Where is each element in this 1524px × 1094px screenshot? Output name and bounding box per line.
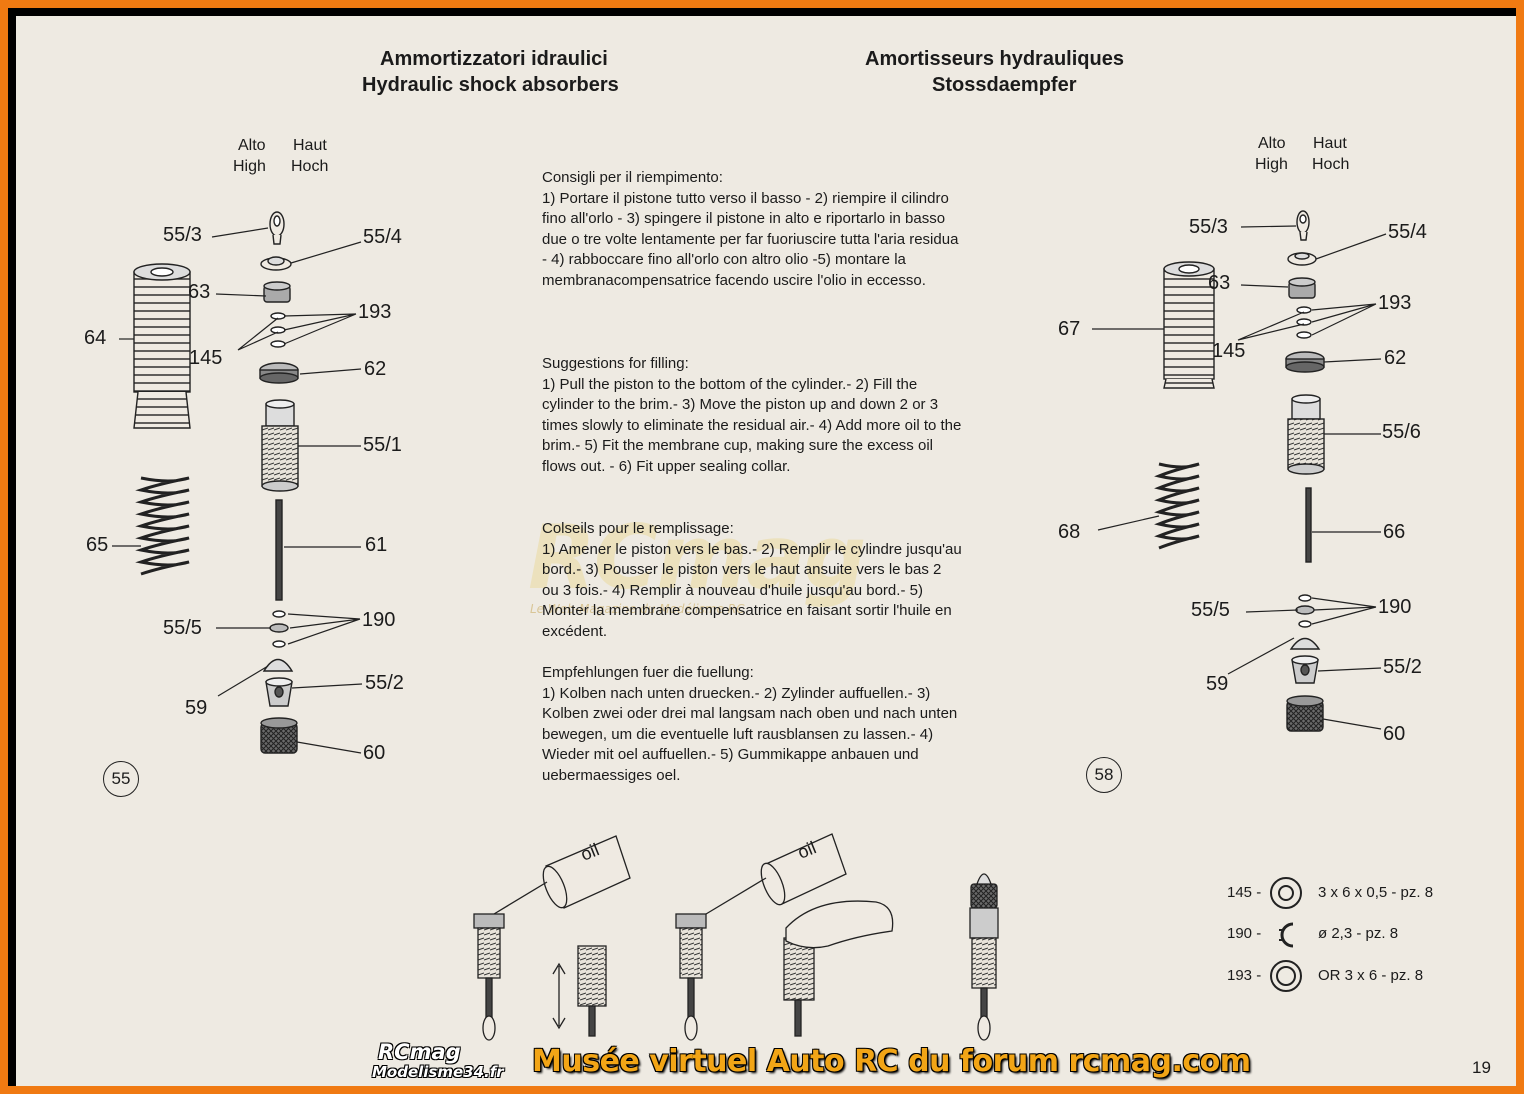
right-part-55-5: 55/5 xyxy=(1191,599,1230,621)
right-part-190: 190 xyxy=(1378,596,1412,618)
legend-190-code: 190 - xyxy=(1227,925,1262,942)
left-part-55-3: 55/3 xyxy=(163,224,202,246)
left-part-65: 65 xyxy=(86,534,109,556)
left-part-64: 64 xyxy=(84,327,107,349)
legend-193-spec: OR 3 x 6 - pz. 8 xyxy=(1318,967,1424,984)
left-part-55-4: 55/4 xyxy=(363,226,402,248)
right-part-145: 145 xyxy=(1212,340,1246,362)
watermark-subtitle: Le Web-Magazine du Modélisme RC xyxy=(530,602,745,616)
footer-logo-rcmag: RCmag xyxy=(378,1040,461,1064)
right-part-60: 60 xyxy=(1383,723,1406,745)
legend-145-code: 145 - xyxy=(1227,884,1262,901)
left-part-193: 193 xyxy=(358,301,392,323)
left-part-61: 61 xyxy=(365,534,388,556)
right-part-63: 63 xyxy=(1208,272,1231,294)
instructions-french-body: 1) Amener le piston vers le bas.- 2) Rem… xyxy=(542,540,962,640)
title-french: Amortisseurs hydrauliques xyxy=(865,48,1124,70)
page-number: 19 xyxy=(1472,1058,1491,1077)
right-figure-number: 58 xyxy=(1086,757,1122,793)
left-part-55-1: 55/1 xyxy=(363,434,402,456)
right-part-55-3: 55/3 xyxy=(1189,216,1228,238)
manual-page: RCmag Le Web-Magazine du Modélisme RC Am… xyxy=(16,16,1516,1086)
left-haut-label: Haut xyxy=(293,137,327,154)
instructions-german: Empfehlungen fuer die fuellung: 1) Kolbe… xyxy=(542,663,962,787)
right-part-55-4: 55/4 xyxy=(1388,221,1427,243)
title-italian: Ammortizzatori idraulici xyxy=(380,48,608,70)
o-ring-icon xyxy=(1271,961,1301,991)
instructions-german-heading: Empfehlungen fuer die fuellung: xyxy=(542,664,754,681)
right-part-68: 68 xyxy=(1058,521,1081,543)
left-hoch-label: Hoch xyxy=(291,158,329,175)
right-high-label: High xyxy=(1255,156,1288,173)
left-part-60: 60 xyxy=(363,742,386,764)
left-part-55-5: 55/5 xyxy=(163,617,202,639)
washer-icon xyxy=(1271,878,1301,908)
exploded-diagrams xyxy=(112,210,1387,1041)
left-part-62: 62 xyxy=(364,358,387,380)
left-high-label: High xyxy=(233,158,266,175)
instructions-english-body: 1) Pull the piston to the bottom of the … xyxy=(542,375,962,475)
instructions-german-body: 1) Kolben nach unten druecken.- 2) Zylin… xyxy=(542,684,958,784)
instructions-french-heading: Colseils pour le remplissage: xyxy=(542,520,734,537)
left-alto-label: Alto xyxy=(238,137,266,154)
watermark-logo: RCmag xyxy=(528,506,866,609)
right-haut-label: Haut xyxy=(1313,135,1347,152)
instructions-english-heading: Suggestions for filling: xyxy=(542,355,689,372)
left-figure-number: 55 xyxy=(103,761,139,797)
legend-145-spec: 3 x 6 x 0,5 - pz. 8 xyxy=(1318,884,1434,901)
footer-logo-modelisme: Modelisme34.fr xyxy=(372,1063,504,1081)
legend-193-code: 193 - xyxy=(1227,967,1262,984)
instructions-italian: Consigli per il riempimento: 1) Portare … xyxy=(542,168,962,292)
right-hoch-label: Hoch xyxy=(1312,156,1350,173)
instructions-french: Colseils pour le remplissage: 1) Amener … xyxy=(542,519,962,643)
left-part-63: 63 xyxy=(188,281,211,303)
instructions-english: Suggestions for filling: 1) Pull the pis… xyxy=(542,354,962,478)
legend-190-spec: ø 2,3 - pz. 8 xyxy=(1318,925,1399,942)
instructions-italian-body: 1) Portare il pistone tutto verso il bas… xyxy=(542,189,959,289)
title-german: Stossdaempfer xyxy=(932,74,1077,96)
right-part-55-2: 55/2 xyxy=(1383,656,1422,678)
left-part-145: 145 xyxy=(189,347,223,369)
right-part-62: 62 xyxy=(1384,347,1407,369)
right-part-55-6: 55/6 xyxy=(1382,421,1421,443)
instructions-italian-heading: Consigli per il riempimento: xyxy=(542,169,723,186)
right-part-66: 66 xyxy=(1383,521,1406,543)
title-english: Hydraulic shock absorbers xyxy=(362,74,619,96)
left-part-55-2: 55/2 xyxy=(365,672,404,694)
right-part-193: 193 xyxy=(1378,292,1412,314)
right-part-59: 59 xyxy=(1206,673,1229,695)
right-part-67: 67 xyxy=(1058,318,1081,340)
left-part-59: 59 xyxy=(185,697,208,719)
left-part-190: 190 xyxy=(362,609,396,631)
footer-caption: Musée virtuel Auto RC du forum rcmag.com xyxy=(532,1044,1251,1079)
e-clip-icon xyxy=(1274,921,1298,949)
right-alto-label: Alto xyxy=(1258,135,1286,152)
